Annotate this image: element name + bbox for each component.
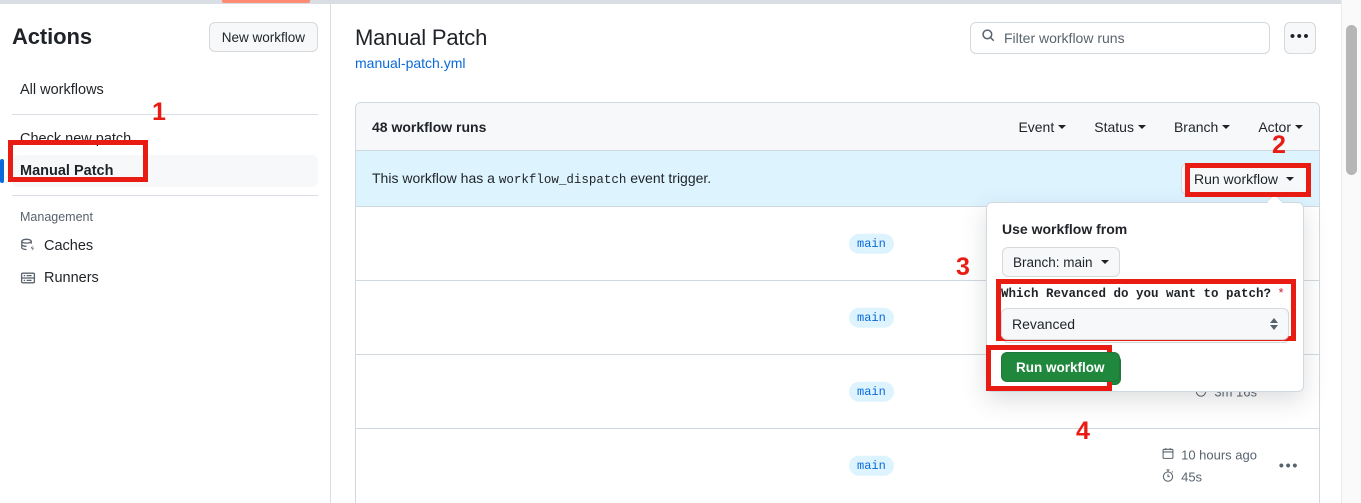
- sidebar-item-label: Runners: [44, 270, 99, 286]
- branch-badge: main: [849, 307, 894, 328]
- calendar-icon: [1161, 447, 1175, 464]
- chevron-down-icon: [1137, 124, 1146, 129]
- sidebar-item-runners[interactable]: Runners: [12, 262, 318, 294]
- sidebar-item-check-new-patch[interactable]: Check new patch: [12, 123, 318, 155]
- timestamp-line: 10 hours ago: [1161, 447, 1257, 464]
- sidebar-divider: [12, 195, 318, 196]
- runs-count: 48 workflow runs: [372, 118, 487, 135]
- chevron-down-icon: [1058, 124, 1067, 129]
- annotation-number-4: 4: [1076, 417, 1090, 445]
- revanced-input-label-text: Which Revanced do you want to patch?: [1002, 290, 1273, 304]
- search-input[interactable]: [1004, 30, 1259, 46]
- submit-run-workflow-button-overlay[interactable]: Run workflow: [1001, 352, 1120, 382]
- stopwatch-icon: [1161, 469, 1175, 486]
- revanced-select[interactable]: Revanced: [1002, 311, 1290, 343]
- actions-sidebar: Actions New workflow All workflows Check…: [0, 4, 330, 503]
- branch-badge: main: [849, 233, 894, 254]
- chevron-down-icon: [1286, 177, 1294, 181]
- duration-line: 45s: [1161, 469, 1202, 486]
- revanced-select-value: Revanced: [1013, 319, 1077, 335]
- filter-workflow-runs-box[interactable]: [970, 22, 1270, 54]
- page-title: Manual Patch: [355, 25, 488, 50]
- filter-status[interactable]: Status: [1094, 119, 1146, 135]
- search-wrapper: [970, 22, 1270, 54]
- branch-badge: main: [849, 455, 894, 477]
- sidebar-item-all-workflows[interactable]: All workflows: [12, 74, 318, 106]
- table-row[interactable]: main 10 hours ago: [356, 429, 1319, 503]
- filter-event[interactable]: Event: [1018, 118, 1067, 135]
- chevron-down-icon: [1100, 260, 1109, 264]
- filter-label: Branch: [1173, 118, 1219, 135]
- use-workflow-from-label: Use workflow from: [1002, 221, 1128, 237]
- revanced-input-label: Which Revanced do you want to patch? *: [1002, 289, 1284, 304]
- page-scrollbar[interactable]: [1341, 0, 1361, 503]
- sidebar-item-manual-patch[interactable]: Manual Patch: [0, 155, 318, 187]
- sidebar-item-label: Manual Patch: [20, 163, 114, 179]
- dispatch-event-code: workflow_dispatch: [498, 173, 627, 187]
- branch-badge: main: [849, 381, 894, 402]
- sidebar-header: Actions New workflow: [12, 22, 318, 56]
- sidebar-main-divider: [330, 0, 331, 503]
- filters-group: Event Status Branch Actor: [1018, 119, 1303, 135]
- filter-label: Actor: [1258, 118, 1291, 135]
- annotation-number-3: 3: [956, 253, 970, 281]
- top-divider: [0, 0, 1341, 4]
- sidebar-list: All workflows Check new patch Manual Pat…: [0, 74, 318, 294]
- dispatch-message: This workflow has a workflow_dispatch ev…: [372, 170, 711, 187]
- sidebar-title: Actions: [12, 24, 92, 49]
- branch-select-label: Branch: main: [1013, 254, 1093, 270]
- workflow-file-link[interactable]: manual-patch.yml: [355, 55, 466, 71]
- sidebar-group-management: Management: [20, 210, 93, 224]
- server-icon: [20, 270, 36, 286]
- select-arrows-icon: [1271, 321, 1279, 333]
- sidebar-item-caches[interactable]: Caches: [12, 230, 318, 262]
- runs-toolbar: 48 workflow runs Event Status Branch: [356, 103, 1319, 151]
- popover-caret: [1268, 195, 1282, 203]
- sidebar-item-label: Check new patch: [20, 131, 132, 147]
- sidebar-item-label: Caches: [44, 238, 94, 254]
- annotation-number-1: 1: [152, 98, 166, 126]
- filter-actor[interactable]: Actor: [1258, 119, 1303, 135]
- branch-select-button[interactable]: Branch: main: [1002, 247, 1120, 277]
- run-workflow-label: Run workflow: [1193, 171, 1278, 187]
- row-more-options-icon[interactable]: •••: [1278, 457, 1299, 475]
- active-tab-indicator: [222, 0, 310, 3]
- dispatch-text-before: This workflow has a: [372, 170, 495, 186]
- dispatch-text-after: event trigger.: [630, 170, 712, 186]
- cache-icon: [20, 238, 36, 254]
- search-icon: [981, 28, 996, 48]
- sidebar-item-label: All workflows: [20, 82, 104, 98]
- timestamp-value: 10 hours ago: [1181, 447, 1257, 463]
- filter-branch[interactable]: Branch: [1173, 118, 1231, 135]
- required-marker: *: [1279, 289, 1285, 303]
- chevron-down-icon: [1222, 124, 1231, 129]
- kebab-icon: •••: [1289, 27, 1311, 45]
- workflow-dispatch-banner: This workflow has a workflow_dispatch ev…: [356, 151, 1319, 207]
- row-meta: 10 hours ago 45s: [1161, 447, 1257, 486]
- filter-label: Event: [1018, 118, 1055, 135]
- page-scrollbar-thumb[interactable]: [1346, 25, 1357, 175]
- run-workflow-dropdown-button[interactable]: Run workflow: [1180, 163, 1307, 195]
- new-workflow-button[interactable]: New workflow: [208, 22, 318, 52]
- table-row[interactable]: main: [356, 207, 1319, 281]
- duration-value: 45s: [1181, 469, 1203, 485]
- filter-label: Status: [1094, 118, 1134, 135]
- chevron-down-icon: [1295, 124, 1303, 129]
- page-more-options-button[interactable]: •••: [1284, 22, 1316, 54]
- sidebar-divider: [12, 114, 318, 115]
- annotation-number-2: 2: [1272, 131, 1286, 159]
- table-row[interactable]: main: [356, 281, 1319, 355]
